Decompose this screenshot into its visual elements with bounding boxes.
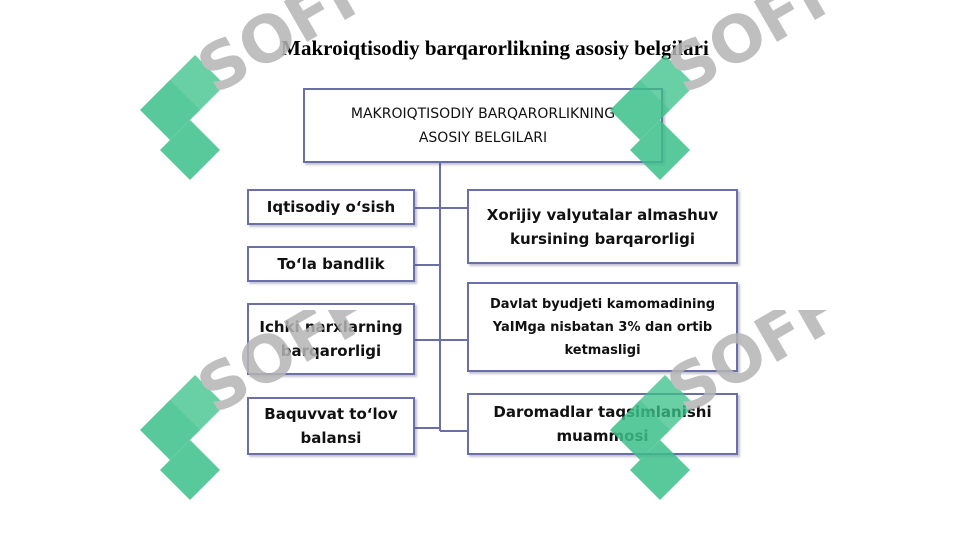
box-balance-of-payments: Baquvvat to‘lov balansi bbox=[247, 397, 415, 455]
box-label-line-1: Xorijiy valyutalar almashuv bbox=[486, 205, 719, 224]
root-line-2: ASOSIY BELGILARI bbox=[418, 129, 548, 146]
box-label: Iqtisodiy o‘sish bbox=[266, 198, 396, 216]
box-budget-deficit: Davlat byudjeti kamomadining YaIMga nisb… bbox=[467, 282, 738, 372]
box-label: To‘la bandlik bbox=[277, 255, 385, 273]
box-label-line-2: muammosi bbox=[556, 427, 649, 445]
box-label-line-1: Baquvvat to‘lov bbox=[264, 405, 398, 423]
box-label-line-2: kursining barqarorligi bbox=[510, 229, 695, 248]
root-box: MAKROIQTISODIY BARQARORLIKNING ASOSIY BE… bbox=[303, 88, 663, 163]
box-label-line-3: ketmasligi bbox=[564, 342, 641, 358]
box-label-line-1: Ichki narxlarning bbox=[259, 318, 403, 336]
root-line-1: MAKROIQTISODIY BARQARORLIKNING bbox=[350, 105, 616, 122]
box-exchange-rate-stability: Xorijiy valyutalar almashuv kursining ba… bbox=[467, 189, 738, 264]
box-label-line-2: barqarorligi bbox=[280, 342, 382, 360]
box-label-line-2: balansi bbox=[300, 429, 362, 447]
box-price-stability: Ichki narxlarning barqarorligi bbox=[247, 303, 415, 375]
box-label-line-1: Davlat byudjeti kamomadining bbox=[489, 296, 716, 312]
box-full-employment: To‘la bandlik bbox=[247, 246, 415, 282]
box-label-line-2: YaIMga nisbatan 3% dan ortib bbox=[492, 319, 713, 335]
box-economic-growth: Iqtisodiy o‘sish bbox=[247, 189, 415, 225]
box-label-line-1: Daromadlar taqsimlanishi bbox=[493, 403, 712, 421]
box-income-distribution: Daromadlar taqsimlanishi muammosi bbox=[467, 393, 738, 455]
